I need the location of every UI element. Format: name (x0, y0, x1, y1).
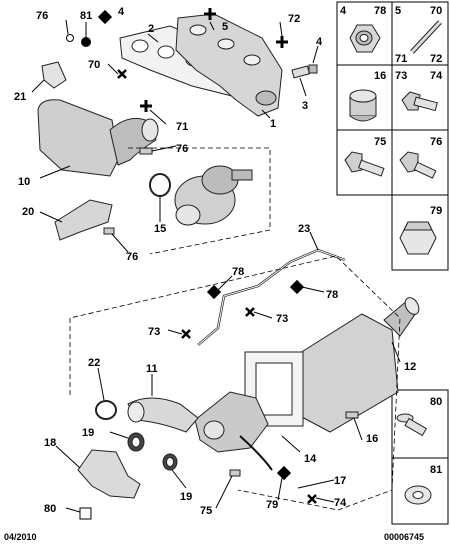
callout-73a: 73 (148, 326, 160, 338)
legend-label-80: 80 (430, 396, 442, 408)
legend-label-75: 75 (374, 136, 386, 148)
sensor-cable-part (229, 411, 359, 477)
callout-74: 74 (334, 497, 347, 509)
assembly-outline-lower (69, 255, 401, 511)
legend-label-79: 79 (430, 205, 442, 217)
cross-marker-5 (204, 8, 216, 20)
bolt-73-icon (401, 91, 438, 112)
square-marker-78b (289, 279, 305, 295)
callout-19a: 19 (82, 427, 94, 439)
legend-label-70: 70 (430, 5, 442, 17)
callout-75: 75 (200, 505, 212, 517)
callout-17: 17 (334, 475, 346, 487)
callout-20: 20 (22, 206, 34, 218)
callout-10: 10 (18, 176, 30, 188)
callout-15: 15 (154, 223, 166, 235)
callout-78a: 78 (232, 266, 244, 278)
cross-marker-72 (276, 36, 288, 48)
heat-shield-clip-part (41, 61, 67, 89)
legend-label-81: 81 (430, 464, 442, 476)
callout-5: 5 (222, 21, 228, 33)
callout-80: 80 (44, 503, 56, 515)
callout-78b: 78 (326, 289, 338, 301)
callout-23: 23 (298, 223, 310, 235)
square-marker-79 (276, 465, 292, 481)
callout-4a: 4 (118, 6, 125, 18)
clamp-15-part (149, 173, 171, 197)
cross-marker-71 (140, 100, 152, 112)
callout-11: 11 (146, 363, 158, 375)
clamp-22-part (95, 400, 117, 420)
callout-79: 79 (266, 499, 278, 511)
nut-flanged-icon (349, 24, 381, 53)
callout-18: 18 (44, 437, 56, 449)
seal-ring-19-part (127, 432, 178, 471)
leader-lines (31, 19, 401, 513)
bracket-20-part (54, 199, 113, 241)
legend-label-71: 71 (395, 53, 407, 65)
lower-catalyst-part (194, 391, 269, 453)
callout-76b: 76 (176, 143, 188, 155)
washer-81-icon (404, 485, 432, 505)
callout-73b: 73 (276, 313, 288, 325)
legend-label-76: 76 (430, 136, 442, 148)
callout-3: 3 (302, 100, 308, 112)
pressure-pipe-23-part (197, 248, 346, 346)
callout-1: 1 (270, 118, 276, 130)
legend-cell-76 (391, 129, 449, 196)
clip-fastener-80-icon (396, 413, 428, 437)
front-pipe-11-part (127, 397, 199, 433)
legend-label-5: 5 (395, 5, 401, 17)
bolt-75-icon (344, 151, 385, 177)
square-marker-80 (79, 507, 92, 520)
hex-nut-79-icon (399, 221, 437, 255)
footer-date: 04/2010 (4, 532, 37, 542)
turbocharger-part (174, 165, 253, 226)
callout-12: 12 (404, 361, 416, 373)
cap-nut-icon (349, 89, 377, 122)
cross-marker-73a (181, 329, 191, 339)
exhaust-manifold-part (175, 13, 283, 117)
bracket-18-part (77, 449, 141, 499)
legend-cell-80 (391, 389, 449, 459)
callout-72: 72 (288, 13, 300, 25)
callout-19b: 19 (180, 491, 192, 503)
cross-marker-70 (117, 69, 127, 79)
legend-cell-5-70-71-72 (391, 1, 449, 66)
callout-4b: 4 (316, 36, 323, 48)
cross-marker-74 (307, 494, 317, 504)
callout-2: 2 (148, 23, 154, 35)
callout-71: 71 (176, 121, 188, 133)
stud-icon (410, 20, 442, 54)
square-marker-78a (206, 284, 222, 300)
upper-catalyst-part (37, 99, 159, 177)
legend-label-4: 4 (340, 5, 347, 17)
callout-14: 14 (304, 453, 317, 465)
callout-22: 22 (88, 357, 100, 369)
legend-label-78: 78 (374, 5, 386, 17)
flange-gasket-14-part (244, 351, 304, 427)
legend-label-74: 74 (430, 70, 443, 82)
callout-70: 70 (88, 59, 100, 71)
square-marker-4 (97, 9, 113, 25)
callout-76a: 76 (36, 10, 48, 22)
bolt-76-icon (399, 151, 437, 179)
legend-label-16: 16 (374, 70, 386, 82)
circle-marker-81 (81, 37, 91, 47)
legend-panel: 4 78 5 70 71 72 16 73 74 75 76 79 80 81 (336, 1, 449, 525)
stud-and-nut-part (291, 64, 318, 79)
callout-labels: 76 81 4 2 5 72 4 3 1 71 70 21 10 76 20 7… (14, 6, 416, 517)
legend-label-72: 72 (430, 53, 442, 65)
legend-label-73: 73 (395, 70, 407, 82)
footer-reference: 00006745 (384, 532, 424, 542)
cross-marker-73b (245, 307, 255, 317)
callout-16: 16 (366, 433, 378, 445)
callout-81: 81 (80, 10, 92, 22)
callout-76c: 76 (126, 251, 138, 263)
circle-marker-76 (66, 34, 74, 42)
callout-21: 21 (14, 91, 26, 103)
